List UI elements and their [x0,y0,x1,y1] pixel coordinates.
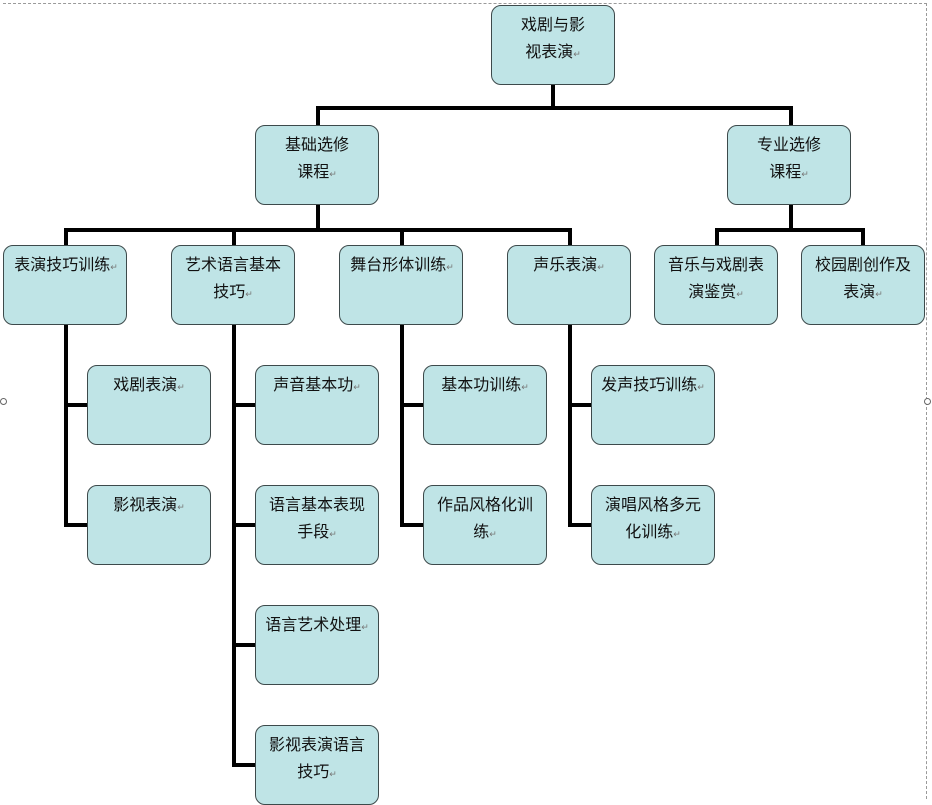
connector [232,523,258,527]
connector [551,85,555,108]
connector [861,228,865,246]
node-music-drama-appreciation[interactable]: 音乐与戏剧表演鉴赏 [654,245,778,325]
node-vocal-technique-training[interactable]: 发声技巧训练 [591,365,715,445]
connector [64,325,68,527]
connector [400,403,426,407]
resize-handle-right[interactable] [924,398,931,405]
node-art-language-skills[interactable]: 艺术语言基本技巧 [171,245,295,325]
connector [232,763,258,767]
node-film-acting-language[interactable]: 影视表演语言技巧 [255,725,379,805]
node-voice-basics[interactable]: 声音基本功 [255,365,379,445]
node-stage-body-training[interactable]: 舞台形体训练 [339,245,463,325]
connector [232,643,258,647]
connector [400,325,404,527]
node-film-tv-acting[interactable]: 影视表演 [87,485,211,565]
node-vocal-performance[interactable]: 声乐表演 [507,245,631,325]
node-basic-training[interactable]: 基本功训练 [423,365,547,445]
connector [232,403,258,407]
connector [316,106,793,110]
node-professional-electives[interactable]: 专业选修课程 [727,125,851,205]
resize-handle-left[interactable] [0,398,7,405]
node-diverse-singing-styles[interactable]: 演唱风格多元化训练 [591,485,715,565]
node-drama-acting[interactable]: 戏剧表演 [87,365,211,445]
connector [789,106,793,126]
node-language-expression[interactable]: 语言基本表现手段 [255,485,379,565]
connector [789,205,793,230]
node-basic-electives[interactable]: 基础选修课程 [255,125,379,205]
connector [568,325,572,527]
connector [715,228,719,246]
connector [568,523,594,527]
connector [64,403,90,407]
connector [316,205,320,230]
connector [568,403,594,407]
node-stylized-works-training[interactable]: 作品风格化训练 [423,485,547,565]
connector [64,523,90,527]
connector [400,228,404,246]
connector [232,325,236,767]
connector [232,228,236,246]
node-root[interactable]: 戏剧与影视表演 [491,5,615,85]
connector [568,228,572,246]
connector [400,523,426,527]
node-language-art-processing[interactable]: 语言艺术处理 [255,605,379,685]
connector [316,106,320,126]
connector [64,228,68,246]
node-acting-skills-training[interactable]: 表演技巧训练 [3,245,127,325]
connector [715,228,865,232]
connector [64,228,572,232]
node-campus-play-creation[interactable]: 校园剧创作及表演 [801,245,925,325]
